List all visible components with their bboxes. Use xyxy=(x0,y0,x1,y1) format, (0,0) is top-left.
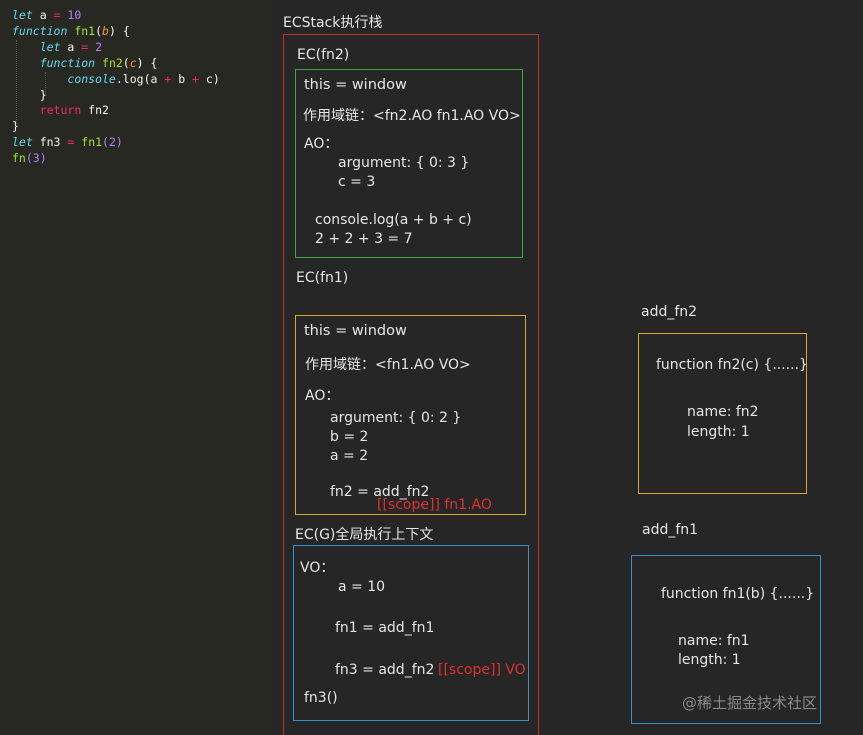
ec-fn2-title: EC(fn2) xyxy=(297,47,350,63)
ecstack-title: ECStack执行栈 xyxy=(283,15,383,31)
heap-add-fn2-signature: function fn2(c) {......} xyxy=(656,357,808,373)
ec-fn2-log: console.log(a + b + c) xyxy=(315,212,472,228)
indent-guide xyxy=(16,40,17,126)
code-line-2: function fn1(b) { xyxy=(12,23,130,38)
ec-fn2-c: c = 3 xyxy=(338,174,376,190)
code-line-4: function fn2(c) { xyxy=(39,55,158,70)
code-line-1: let a = 10 xyxy=(12,8,82,22)
code-line-9: let fn3 = fn1(2) xyxy=(12,135,123,150)
watermark: @稀土掘金技术社区 xyxy=(682,694,818,712)
code-line-6: } xyxy=(39,87,47,102)
code-line-7: return fn2 xyxy=(39,103,109,118)
heap-add-fn2-box xyxy=(638,333,807,494)
ec-global-title: EC(G)全局执行上下文 xyxy=(295,527,434,543)
ec-global-fn1: fn1 = add_fn1 xyxy=(335,620,435,636)
ec-fn1-title: EC(fn1) xyxy=(296,270,349,286)
heap-add-fn1-box xyxy=(631,555,821,724)
ec-fn1-argument: argument: { 0: 2 } xyxy=(330,410,462,426)
ecstack-box xyxy=(283,34,539,735)
indent-guide xyxy=(45,72,46,94)
ec-fn2-box xyxy=(295,69,523,258)
code-line-10: fn(3) xyxy=(12,151,47,166)
heap-add-fn1-signature: function fn1(b) {......} xyxy=(661,586,815,602)
ec-fn1-box xyxy=(295,315,526,515)
heap-add-fn1-name: name: fn1 xyxy=(678,633,750,649)
code-editor: let a = 10 function fn1(b) { let a = 2 f… xyxy=(0,0,272,735)
code-line-3: let a = 2 xyxy=(39,39,103,54)
ec-fn2-argument: argument: { 0: 3 } xyxy=(338,155,470,171)
ec-fn1-a: a = 2 xyxy=(330,448,369,464)
ec-global-call: fn3() xyxy=(304,690,338,706)
ec-fn1-scope-chain: 作用域链：<fn1.AO VO> xyxy=(305,357,471,373)
code-line-8: } xyxy=(12,119,19,134)
heap-add-fn2-label: add_fn2 xyxy=(641,304,698,320)
ec-global-scope-note: [[scope]] VO xyxy=(438,662,526,678)
ec-fn1-this: this = window xyxy=(304,323,407,339)
heap-add-fn2-length: length: 1 xyxy=(687,424,750,440)
ec-fn1-scope-note: [[scope]] fn1.AO xyxy=(377,497,492,513)
heap-add-fn1-length: length: 1 xyxy=(678,652,741,668)
heap-add-fn1-label: add_fn1 xyxy=(642,522,699,538)
ec-fn1-fn2: fn2 = add_fn2 xyxy=(330,484,430,500)
ec-global-a: a = 10 xyxy=(338,579,386,595)
heap-add-fn2-name: name: fn2 xyxy=(687,404,759,420)
ec-global-box xyxy=(293,545,529,721)
ec-fn1-b: b = 2 xyxy=(330,429,369,445)
ec-global-vo: VO： xyxy=(300,560,335,576)
ec-fn2-calc: 2 + 2 + 3 = 7 xyxy=(315,231,413,247)
ec-fn1-ao: AO： xyxy=(305,388,340,404)
ec-fn2-scope-chain: 作用域链：<fn2.AO fn1.AO VO> xyxy=(303,108,521,124)
ec-global-fn3: fn3 = add_fn2 xyxy=(335,662,435,678)
code-block: let a = 10 function fn1(b) { let a = 2 f… xyxy=(0,0,272,167)
ec-fn2-ao: AO： xyxy=(304,136,339,152)
code-line-5: console.log(a + b + c) xyxy=(67,71,220,86)
ec-fn2-this: this = window xyxy=(304,77,407,93)
